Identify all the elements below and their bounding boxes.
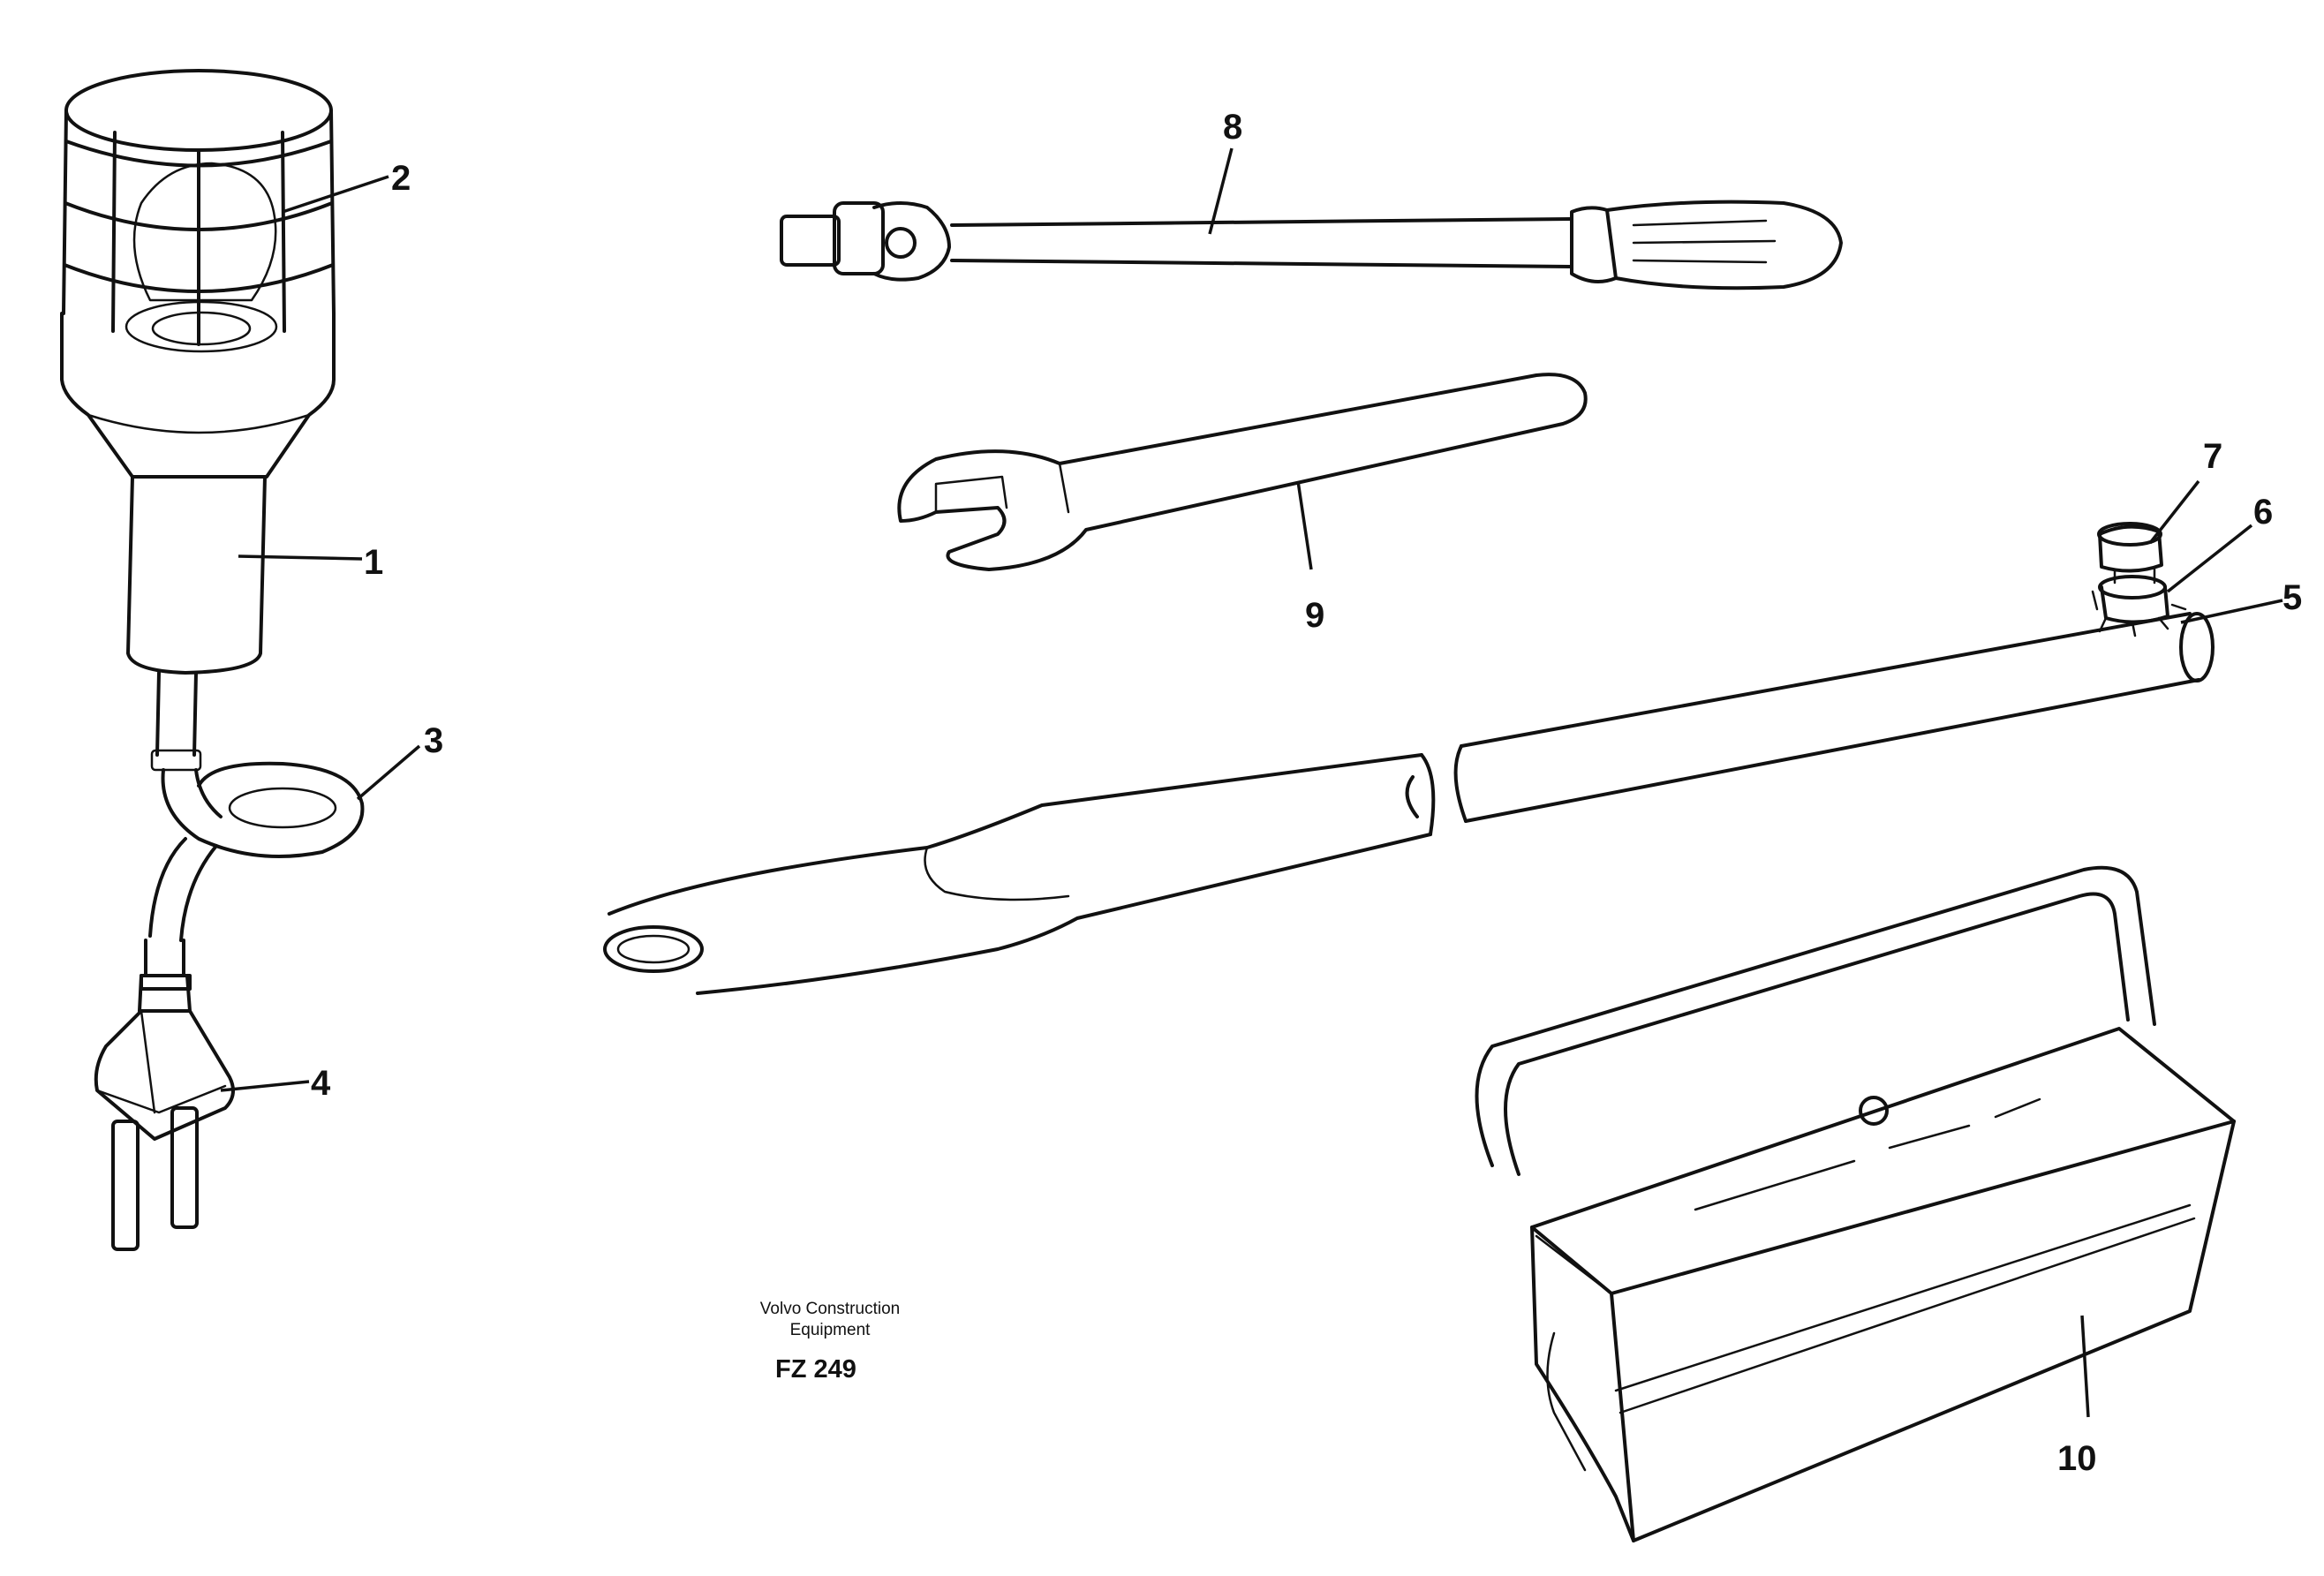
callout-labels: 1 2 3 4 5 6 7 8 9 10 bbox=[311, 108, 2302, 1478]
callout-5: 5 bbox=[2282, 578, 2302, 617]
cable-and-hook bbox=[148, 671, 365, 942]
leader-lines bbox=[220, 147, 2283, 1418]
work-lamp bbox=[60, 69, 365, 1251]
power-plug bbox=[94, 939, 235, 1251]
callout-6: 6 bbox=[2253, 493, 2273, 532]
ratchet-wrench bbox=[780, 200, 1843, 290]
callout-10: 10 bbox=[2057, 1439, 2097, 1478]
pry-bar bbox=[603, 522, 2215, 995]
callout-3: 3 bbox=[424, 721, 443, 760]
open-end-spanner bbox=[897, 373, 1588, 571]
callout-2: 2 bbox=[391, 159, 411, 198]
caption-company-line2: Equipment bbox=[790, 1321, 872, 1339]
bulb bbox=[124, 162, 278, 353]
figure-caption: Volvo Construction Equipment FZ 249 bbox=[760, 1300, 900, 1384]
callout-9: 9 bbox=[1305, 596, 1324, 635]
callout-4: 4 bbox=[311, 1064, 331, 1103]
callout-7: 7 bbox=[2203, 437, 2222, 476]
lamp-cage bbox=[62, 69, 336, 346]
callout-1: 1 bbox=[364, 543, 383, 582]
caption-company: Volvo Construction bbox=[760, 1300, 900, 1318]
lamp-handle bbox=[126, 475, 267, 675]
bolt-and-nut bbox=[2091, 522, 2187, 637]
tool-box bbox=[1475, 865, 2236, 1542]
callout-8: 8 bbox=[1223, 108, 1242, 147]
figure-code: FZ 249 bbox=[775, 1355, 856, 1384]
